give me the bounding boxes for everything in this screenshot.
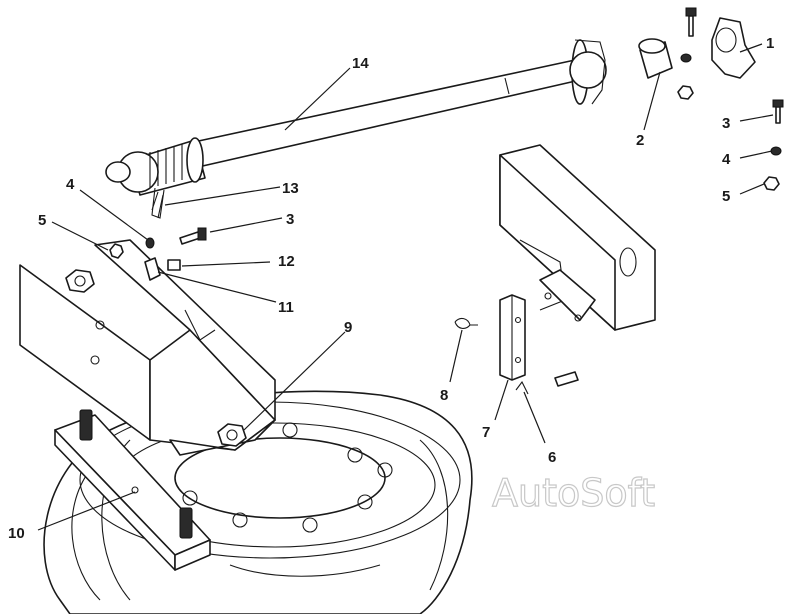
- housing-channel: [499, 144, 656, 331]
- leader-lines: [37, 43, 774, 531]
- callout-11: 11: [278, 299, 294, 316]
- callout-6: 6: [548, 449, 556, 466]
- callout-4: 4: [722, 151, 731, 168]
- lock-washer: [770, 146, 782, 156]
- callout-3: 3: [722, 115, 730, 132]
- pillow-block-bearing: [711, 17, 756, 79]
- callout-2: 2: [636, 132, 644, 149]
- callout-5: 5: [722, 188, 730, 205]
- callout-12: 12: [278, 253, 295, 270]
- callout-10: 10: [8, 525, 25, 542]
- bearing-collar: [638, 38, 673, 79]
- callout-4: 4: [66, 176, 75, 193]
- hex-nut: [65, 269, 95, 293]
- lock-washer: [680, 53, 692, 63]
- callout-14: 14: [352, 55, 369, 72]
- mounting-bracket: [19, 239, 276, 456]
- hex-nut: [763, 176, 780, 191]
- hex-nut: [217, 423, 247, 447]
- callout-3: 3: [286, 211, 294, 228]
- lock-tab: [144, 257, 161, 281]
- callout-5: 5: [38, 212, 46, 229]
- wheel-rim: [43, 390, 473, 614]
- callout-13: 13: [282, 180, 299, 197]
- drive-shaft: [105, 39, 607, 219]
- callout-9: 9: [344, 319, 352, 336]
- lock-washer: [145, 237, 155, 249]
- flat-washer: [167, 259, 181, 271]
- clip: [515, 380, 529, 395]
- bolt: [772, 99, 784, 124]
- hex-nut: [109, 243, 124, 259]
- callout-8: 8: [440, 387, 448, 404]
- callout-1: 1: [766, 35, 774, 52]
- bolt: [179, 227, 207, 245]
- spring-clip: [454, 317, 478, 329]
- slide-block: [499, 294, 526, 381]
- cotter-pin: [151, 191, 164, 219]
- hex-nut: [677, 85, 694, 100]
- callout-7: 7: [482, 424, 490, 441]
- watermark-text: AutoSoft: [492, 471, 655, 515]
- bolt: [685, 7, 697, 37]
- pin: [554, 371, 579, 387]
- callout-labels: 1 2 3 4 5 14 13 4 3 5 12 11 9 8 7 6 10: [8, 35, 774, 542]
